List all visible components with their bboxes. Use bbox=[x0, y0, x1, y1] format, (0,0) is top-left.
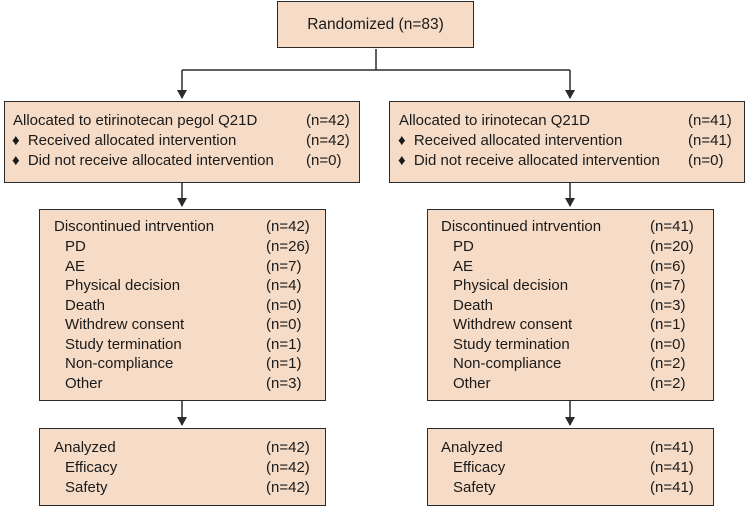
right-disc-reason-n: (n=6) bbox=[650, 258, 686, 275]
right-received-n: (n=41) bbox=[688, 132, 732, 149]
right-allocation-title: Allocated to irinotecan Q21D bbox=[399, 112, 590, 129]
right-allocation-box: Allocated to irinotecan Q21D (n=41) ♦ Re… bbox=[389, 101, 745, 183]
left-analyzed-n: (n=42) bbox=[266, 439, 310, 456]
left-analyzed-safety-n: (n=42) bbox=[266, 479, 310, 496]
left-disc-reason: Other bbox=[65, 375, 103, 392]
right-analyzed-efficacy: Efficacy bbox=[453, 459, 506, 476]
right-disc-reason: AE bbox=[453, 258, 474, 275]
left-allocation-box: Allocated to etirinotecan pegol Q21D (n=… bbox=[4, 101, 360, 183]
right-disc-reason-n: (n=20) bbox=[650, 238, 694, 255]
left-discontinued-n: (n=42) bbox=[266, 218, 310, 235]
left-not-received-n: (n=0) bbox=[306, 152, 342, 169]
right-disc-reason-n: (n=2) bbox=[650, 355, 686, 372]
left-not-received-label: Did not receive allocated intervention bbox=[27, 152, 274, 169]
right-disc-reason: PD bbox=[453, 238, 474, 255]
right-received-label: Received allocated intervention bbox=[413, 132, 623, 149]
left-disc-reason-n: (n=4) bbox=[266, 277, 302, 294]
right-disc-reason-n: (n=3) bbox=[650, 297, 686, 314]
randomized-box: Randomized (n=83) bbox=[277, 1, 474, 48]
right-analyzed-safety-n: (n=41) bbox=[650, 479, 694, 496]
diamond-bullet-icon: ♦ bbox=[398, 152, 406, 169]
left-disc-reason: Withdrew consent bbox=[65, 316, 185, 333]
right-disc-reason: Physical decision bbox=[453, 277, 569, 294]
right-not-received-n: (n=0) bbox=[688, 152, 724, 169]
right-disc-reason: Study termination bbox=[453, 336, 570, 353]
left-disc-reason: PD bbox=[65, 238, 86, 255]
right-not-received-label: Did not receive allocated intervention bbox=[413, 152, 660, 169]
right-disc-reason-n: (n=0) bbox=[650, 336, 686, 353]
right-analyzed-title: Analyzed bbox=[441, 439, 503, 456]
right-disc-reason: Non-compliance bbox=[453, 355, 562, 372]
left-disc-reason-n: (n=3) bbox=[266, 375, 302, 392]
right-allocation-n: (n=41) bbox=[688, 112, 732, 129]
right-analyzed-efficacy-n: (n=41) bbox=[650, 459, 694, 476]
left-disc-reason: Physical decision bbox=[65, 277, 181, 294]
diamond-bullet-icon: ♦ bbox=[12, 152, 20, 169]
right-disc-reason-n: (n=7) bbox=[650, 277, 686, 294]
left-analyzed-box: Analyzed (n=42) Efficacy (n=42) Safety (… bbox=[39, 428, 326, 506]
left-disc-reason-n: (n=0) bbox=[266, 297, 302, 314]
diamond-bullet-icon: ♦ bbox=[398, 132, 406, 149]
left-received-n: (n=42) bbox=[306, 132, 350, 149]
diamond-bullet-icon: ♦ bbox=[12, 132, 20, 149]
right-disc-reason: Death bbox=[453, 297, 494, 314]
right-disc-reason-n: (n=1) bbox=[650, 316, 686, 333]
left-allocation-title: Allocated to etirinotecan pegol Q21D bbox=[13, 112, 258, 129]
right-disc-reason: Withdrew consent bbox=[453, 316, 573, 333]
left-disc-reason: Non-compliance bbox=[65, 355, 174, 372]
left-received-row: ♦ Received allocated intervention bbox=[12, 132, 236, 150]
right-discontinued-title: Discontinued intrvention bbox=[441, 218, 602, 235]
left-disc-reason: Death bbox=[65, 297, 106, 314]
left-disc-reason-n: (n=1) bbox=[266, 336, 302, 353]
left-discontinued-title: Discontinued intrvention bbox=[54, 218, 215, 235]
left-analyzed-safety: Safety bbox=[65, 479, 108, 496]
right-disc-reason: Other bbox=[453, 375, 491, 392]
left-disc-reason: Study termination bbox=[65, 336, 182, 353]
right-analyzed-safety: Safety bbox=[453, 479, 496, 496]
right-analyzed-box: Analyzed (n=41) Efficacy (n=41) Safety (… bbox=[427, 428, 714, 506]
left-disc-reason-n: (n=7) bbox=[266, 258, 302, 275]
left-not-received-row: ♦ Did not receive allocated intervention bbox=[12, 152, 274, 170]
right-discontinued-box: Discontinued intrvention (n=41) PD (n=20… bbox=[427, 209, 714, 401]
right-analyzed-n: (n=41) bbox=[650, 439, 694, 456]
left-discontinued-box: Discontinued intrvention (n=42) PD (n=26… bbox=[39, 209, 326, 401]
left-disc-reason-n: (n=26) bbox=[266, 238, 310, 255]
left-received-label: Received allocated intervention bbox=[27, 132, 237, 149]
left-disc-reason-n: (n=1) bbox=[266, 355, 302, 372]
left-analyzed-efficacy-n: (n=42) bbox=[266, 459, 310, 476]
right-not-received-row: ♦ Did not receive allocated intervention bbox=[398, 152, 660, 170]
left-disc-reason-n: (n=0) bbox=[266, 316, 302, 333]
randomized-label: Randomized (n=83) bbox=[307, 16, 444, 33]
left-analyzed-efficacy: Efficacy bbox=[65, 459, 118, 476]
right-discontinued-n: (n=41) bbox=[650, 218, 694, 235]
right-received-row: ♦ Received allocated intervention bbox=[398, 132, 622, 150]
left-analyzed-title: Analyzed bbox=[54, 439, 116, 456]
right-disc-reason-n: (n=2) bbox=[650, 375, 686, 392]
left-allocation-n: (n=42) bbox=[306, 112, 350, 129]
left-disc-reason: AE bbox=[65, 258, 86, 275]
